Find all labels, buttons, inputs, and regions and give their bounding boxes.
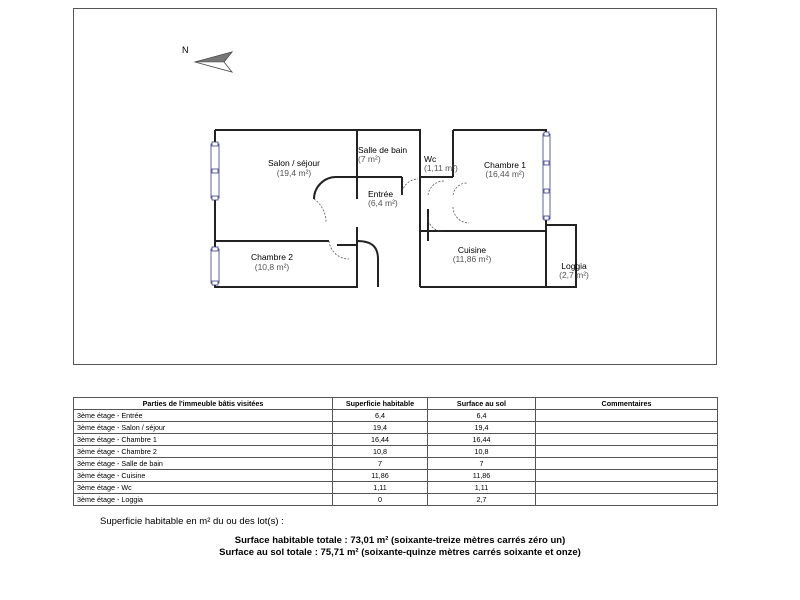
col-header-superficie: Superficie habitable bbox=[332, 397, 428, 410]
room-label-salon: Salon / séjour (19,4 m²) bbox=[268, 158, 320, 178]
cell-surface-sol: 7 bbox=[427, 457, 536, 470]
room-label-wc: Wc (1,11 m²) bbox=[424, 154, 458, 173]
cell-comment bbox=[535, 457, 718, 470]
cell-superficie: 7 bbox=[332, 457, 428, 470]
col-header-commentaires: Commentaires bbox=[535, 397, 718, 410]
svg-text:(19,4 m²): (19,4 m²) bbox=[277, 168, 312, 178]
table-row: 3ème étage - Salon / séjour 19,4 19,4 bbox=[73, 421, 718, 434]
table-row: 3ème étage - Chambre 1 16,44 16,44 bbox=[73, 433, 718, 446]
cell-room: 3ème étage - Chambre 1 bbox=[73, 433, 333, 446]
cell-surface-sol: 2,7 bbox=[427, 493, 536, 506]
door-swings bbox=[313, 178, 470, 260]
cell-superficie: 19,4 bbox=[332, 421, 428, 434]
cell-surface-sol: 16,44 bbox=[427, 433, 536, 446]
cell-comment bbox=[535, 433, 718, 446]
sol-total: Surface au sol totale : 75,71 m² (soixan… bbox=[219, 547, 581, 558]
cell-surface-sol: 10,8 bbox=[427, 445, 536, 458]
cell-surface-sol: 19,4 bbox=[427, 421, 536, 434]
svg-text:(6,4 m²): (6,4 m²) bbox=[368, 198, 398, 208]
cell-superficie: 10,8 bbox=[332, 445, 428, 458]
walls bbox=[214, 129, 577, 288]
svg-text:(10,8 m²): (10,8 m²) bbox=[255, 262, 290, 272]
table-row: 3ème étage - Loggia 0 2,7 bbox=[73, 493, 718, 506]
cell-room: 3ème étage - Wc bbox=[73, 481, 333, 494]
cell-surface-sol: 11,86 bbox=[427, 469, 536, 482]
cell-surface-sol: 1,11 bbox=[427, 481, 536, 494]
room-label-entree: Entrée (6,4 m²) bbox=[368, 189, 398, 208]
cell-superficie: 0 bbox=[332, 493, 428, 506]
cell-room: 3ème étage - Cuisine bbox=[73, 469, 333, 482]
room-label-salle-de-bain: Salle de bain (7 m²) bbox=[358, 145, 407, 164]
cell-comment bbox=[535, 409, 718, 422]
svg-text:(7 m²): (7 m²) bbox=[358, 154, 381, 164]
svg-text:(16,44 m²): (16,44 m²) bbox=[485, 169, 524, 179]
rooms-table: Parties de l'immeuble bâtis visitées Sup… bbox=[73, 397, 718, 506]
north-arrow-icon: N bbox=[182, 45, 234, 73]
table-row: 3ème étage - Cuisine 11,86 11,86 bbox=[73, 469, 718, 482]
svg-text:(11,86 m²): (11,86 m²) bbox=[453, 254, 492, 264]
svg-text:Salon / séjour: Salon / séjour bbox=[268, 158, 320, 168]
table-row: 3ème étage - Wc 1,11 1,11 bbox=[73, 481, 718, 494]
cell-surface-sol: 6,4 bbox=[427, 409, 536, 422]
svg-text:Loggia: Loggia bbox=[561, 261, 587, 271]
table-row: 3ème étage - Chambre 2 10,8 10,8 bbox=[73, 445, 718, 458]
svg-text:Cuisine: Cuisine bbox=[458, 245, 487, 255]
cell-comment bbox=[535, 493, 718, 506]
col-header-parties: Parties de l'immeuble bâtis visitées bbox=[73, 397, 333, 410]
cell-superficie: 1,11 bbox=[332, 481, 428, 494]
summary-intro: Superficie habitable en m² du ou des lot… bbox=[100, 516, 284, 527]
cell-superficie: 16,44 bbox=[332, 433, 428, 446]
table-header-row: Parties de l'immeuble bâtis visitées Sup… bbox=[73, 397, 718, 410]
svg-text:Wc: Wc bbox=[424, 154, 437, 164]
svg-text:Chambre 1: Chambre 1 bbox=[484, 160, 526, 170]
svg-text:Salle de bain: Salle de bain bbox=[358, 145, 407, 155]
room-label-chambre-2: Chambre 2 (10,8 m²) bbox=[251, 252, 293, 272]
cell-room: 3ème étage - Loggia bbox=[73, 493, 333, 506]
habitable-total: Surface habitable totale : 73,01 m² (soi… bbox=[234, 535, 566, 546]
floor-plan-frame: N bbox=[73, 8, 717, 365]
table-row: 3ème étage - Salle de bain 7 7 bbox=[73, 457, 718, 470]
room-label-loggia: Loggia (2,7 m²) bbox=[559, 261, 589, 280]
col-header-surface-sol: Surface au sol bbox=[427, 397, 536, 410]
cell-superficie: 6,4 bbox=[332, 409, 428, 422]
cell-comment bbox=[535, 421, 718, 434]
cell-comment bbox=[535, 445, 718, 458]
room-label-cuisine: Cuisine (11,86 m²) bbox=[453, 245, 492, 264]
cell-comment bbox=[535, 469, 718, 482]
svg-text:Chambre 2: Chambre 2 bbox=[251, 252, 293, 262]
svg-text:(2,7 m²): (2,7 m²) bbox=[559, 270, 589, 280]
cell-room: 3ème étage - Salon / séjour bbox=[73, 421, 333, 434]
cell-room: 3ème étage - Entrée bbox=[73, 409, 333, 422]
table-row: 3ème étage - Entrée 6,4 6,4 bbox=[73, 409, 718, 422]
room-label-chambre-1: Chambre 1 (16,44 m²) bbox=[484, 160, 526, 179]
cell-comment bbox=[535, 481, 718, 494]
cell-superficie: 11,86 bbox=[332, 469, 428, 482]
svg-text:(1,11 m²): (1,11 m²) bbox=[424, 163, 458, 173]
cell-room: 3ème étage - Chambre 2 bbox=[73, 445, 333, 458]
cell-room: 3ème étage - Salle de bain bbox=[73, 457, 333, 470]
svg-text:Entrée: Entrée bbox=[368, 189, 393, 199]
north-label: N bbox=[182, 45, 189, 55]
floor-plan: N bbox=[182, 45, 589, 288]
